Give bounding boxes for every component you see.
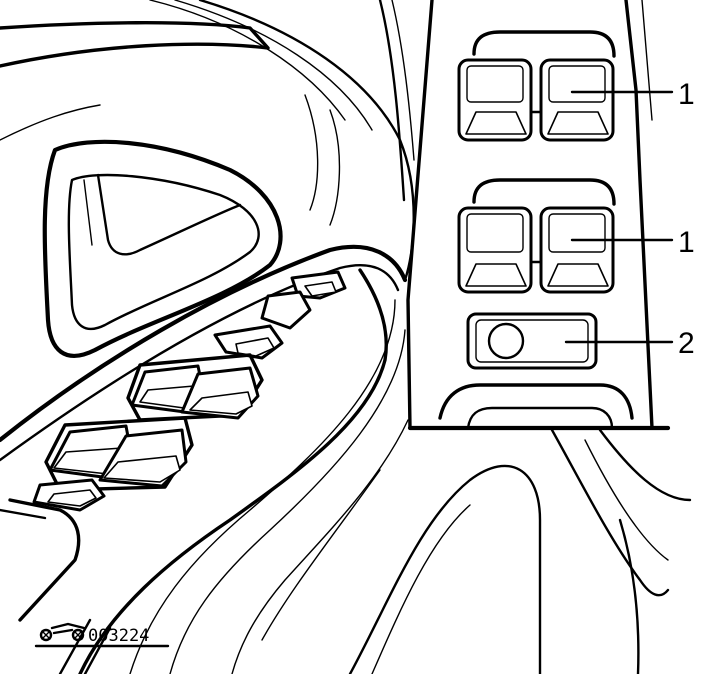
drawing-code: 003224 [88, 626, 149, 646]
closeup-front-right-switch-top [548, 213, 606, 253]
closeup-lock-indicator [487, 322, 525, 360]
callout-1-lower: 1 [678, 226, 695, 259]
lock-switch-armrest-face [235, 337, 275, 357]
rear-right-window-switch-face [189, 391, 253, 415]
closeup-rear-right-switch-top [548, 65, 606, 103]
closeup-front-window-switches [457, 178, 616, 294]
leader-lines [564, 90, 674, 344]
armrest-switch-cluster [32, 270, 347, 512]
closeup-rear-left-switch-top [466, 65, 524, 103]
front-switch-bezel [44, 416, 194, 492]
door-trim-upper [0, 0, 415, 282]
closeup-rear-left-switch-face [465, 111, 527, 135]
window-lock-switch-armrest-face [47, 489, 97, 507]
closeup-front-left-switch-face [465, 263, 527, 287]
closeup-front-right-switch-face [547, 263, 609, 287]
closeup-front-left-switch-top [466, 213, 524, 253]
closeup-rear-window-switches [457, 30, 616, 142]
wheel-car-icon [39, 622, 86, 642]
front-right-window-switch-face [103, 455, 181, 483]
armrest-body [0, 244, 409, 674]
mirror-joystick [260, 290, 312, 330]
closeup-panel [348, 0, 692, 674]
door-pull-handle [42, 139, 283, 358]
callout-1-upper: 1 [678, 78, 695, 111]
closeup-rear-right-switch-face [547, 111, 609, 135]
mirror-switch-top-face [304, 281, 337, 297]
drawing-reference: 003224 [34, 622, 170, 648]
callout-2: 2 [678, 327, 695, 360]
